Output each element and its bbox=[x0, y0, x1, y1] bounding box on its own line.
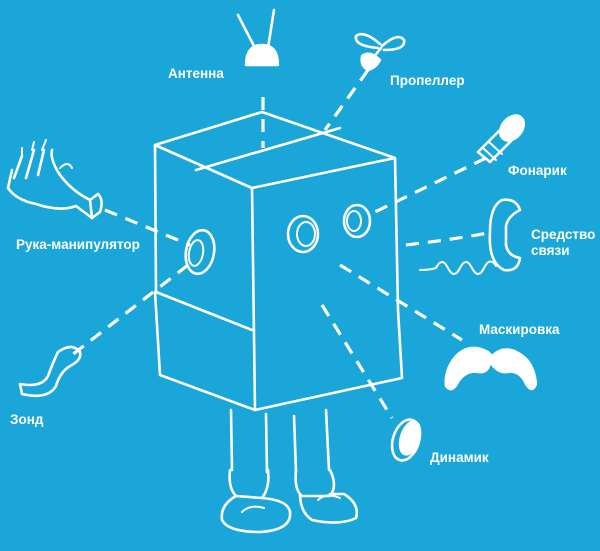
label-communication: Средство связи bbox=[531, 227, 595, 259]
probe-icon bbox=[18, 345, 82, 398]
label-flashlight: Фонарик bbox=[508, 163, 567, 178]
propeller-icon bbox=[354, 32, 406, 72]
speaker-icon bbox=[390, 418, 422, 462]
telephone-icon bbox=[419, 198, 522, 275]
connector-comm bbox=[405, 231, 489, 247]
robot-legs bbox=[220, 408, 359, 534]
robot-hand-icon bbox=[6, 139, 103, 220]
connector-flashlight bbox=[374, 156, 487, 214]
label-propeller: Пропеллер bbox=[390, 73, 465, 88]
connector-arm bbox=[104, 208, 191, 247]
label-robot-arm: Рука-манипулятор bbox=[16, 237, 140, 252]
label-probe: Зонд bbox=[10, 412, 44, 427]
mustache-icon bbox=[444, 346, 538, 391]
label-speaker: Динамик bbox=[430, 450, 489, 465]
robot-body bbox=[153, 110, 404, 412]
connector-probe bbox=[71, 263, 189, 357]
label-camouflage: Маскировка bbox=[479, 322, 560, 337]
antenna-icon bbox=[236, 8, 280, 67]
label-communication-line2: связи bbox=[531, 243, 570, 258]
connector-propeller bbox=[323, 69, 370, 131]
label-communication-line1: Средство bbox=[531, 227, 596, 242]
connector-camouflage bbox=[339, 263, 463, 342]
flashlight-icon bbox=[476, 114, 526, 164]
label-antenna: Антенна bbox=[168, 66, 224, 81]
connector-speaker bbox=[320, 304, 394, 419]
connector-lines bbox=[71, 69, 489, 419]
